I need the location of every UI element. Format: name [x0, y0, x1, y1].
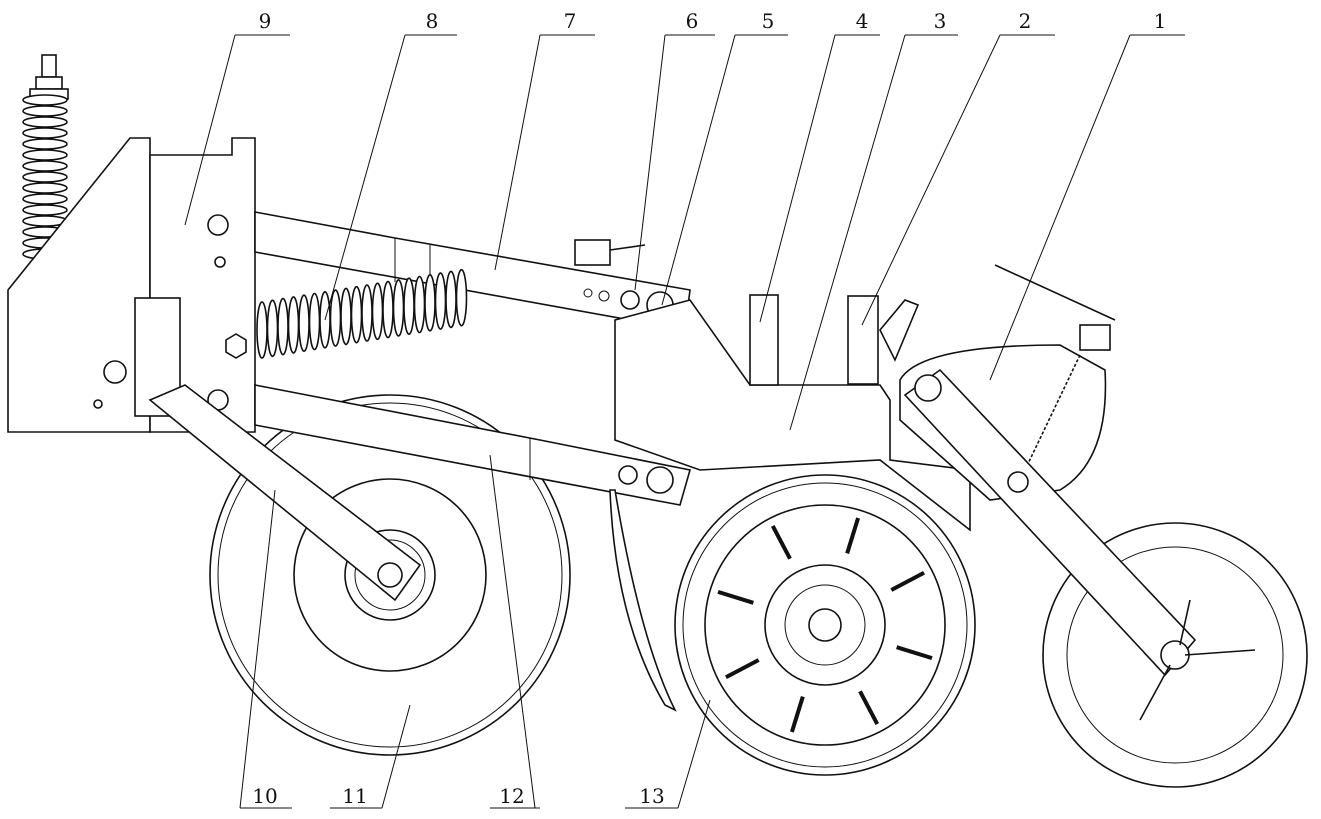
- spring-coil: [23, 95, 67, 105]
- spring-coil: [383, 282, 393, 338]
- spring-coil: [425, 275, 435, 331]
- spring-coil: [23, 150, 67, 160]
- spring-coil: [23, 205, 67, 215]
- spring-coil: [268, 300, 278, 356]
- spring-coil: [23, 128, 67, 138]
- spring-coil: [404, 278, 414, 334]
- spring-coil: [23, 183, 67, 193]
- spring-coil: [352, 287, 362, 343]
- spring-coil: [341, 288, 351, 344]
- callout-6: 6: [686, 9, 699, 33]
- spring-coil: [23, 139, 67, 149]
- callout-11: 11: [342, 784, 367, 808]
- spring-coil: [457, 270, 467, 326]
- callout-1: 1: [1154, 9, 1167, 33]
- spring-coil: [257, 302, 267, 358]
- spring-coil: [436, 273, 446, 329]
- furrow-opener: [610, 490, 675, 710]
- callout-12: 12: [499, 784, 524, 808]
- spring-coil: [394, 280, 404, 336]
- callout-2: 2: [1019, 9, 1032, 33]
- spring-coil: [373, 283, 383, 339]
- spring-coil: [23, 106, 67, 116]
- spring-coil: [362, 285, 372, 341]
- spring-coil: [299, 295, 309, 351]
- spring-coil: [310, 294, 320, 350]
- spring-coil: [23, 117, 67, 127]
- callout-9: 9: [259, 9, 272, 33]
- spring-coil: [446, 271, 456, 327]
- spring-coil: [278, 299, 288, 355]
- callout-4: 4: [856, 9, 869, 33]
- callout-13: 13: [639, 784, 664, 808]
- spring-coil: [23, 172, 67, 182]
- callout-10: 10: [252, 784, 277, 808]
- callout-3: 3: [934, 9, 947, 33]
- callout-7: 7: [564, 9, 577, 33]
- spring-coil: [23, 161, 67, 171]
- seed-wheel: [675, 475, 975, 775]
- callout-5: 5: [762, 9, 775, 33]
- spring-coil: [23, 194, 67, 204]
- spring-coil: [289, 297, 299, 353]
- callout-8: 8: [426, 9, 439, 33]
- spring-coil: [331, 290, 341, 346]
- spring-coil: [415, 277, 425, 333]
